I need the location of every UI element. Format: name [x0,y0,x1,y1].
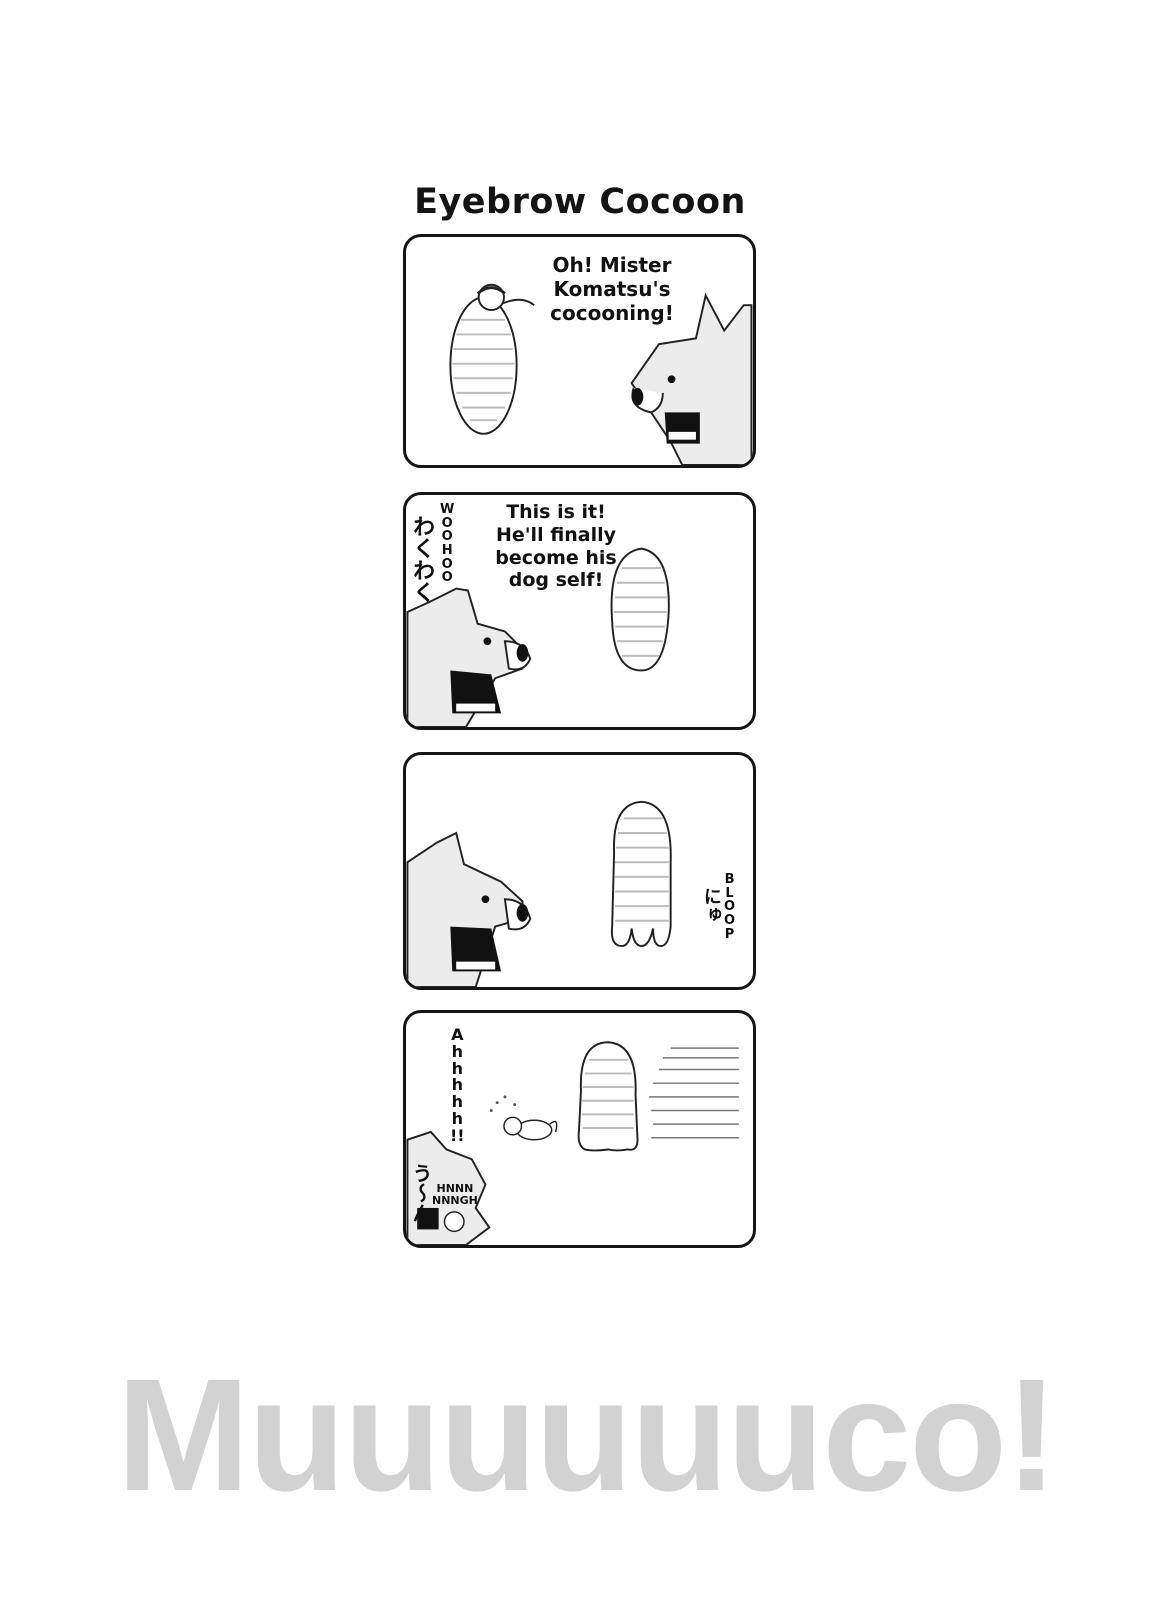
panel-1-dialogue: Oh! Mister Komatsu's cocooning! [550,253,674,325]
panel-4-sfx-ahh: A h h h h h !! [450,1025,465,1145]
panel-3-art [406,800,672,987]
comic-panel-2: This is it! He'll finally become his dog… [403,492,756,730]
comic-panel-3: B L O O P にゅ [403,752,756,990]
panel-4-sfx-hnngh: HNNN NNNGH [432,1182,478,1207]
panel-4-art [406,1041,739,1245]
panel-2-dialogue: This is it! He'll finally become his dog… [495,501,617,592]
comic-panel-1: Oh! Mister Komatsu's cocooning! [403,234,756,468]
panel-3-sfx-jp: にゅ [700,887,722,923]
panel-4-sfx-jp: う〜ん [409,1163,433,1223]
panel-2-sfx-jp: わくわく [409,515,435,603]
panel-3-sfx-en: B L O O P [724,872,736,942]
panel-2-sfx-en: W O O H O O [440,502,455,586]
comic-panel-4: A h h h h h !! HNNN NNNGH う〜ん [403,1010,756,1248]
footer-watermark: Muuuuuuco! [116,1345,1059,1524]
panel-1-art [449,283,753,465]
panel-2-art [406,547,670,727]
comic-title: Eyebrow Cocoon [414,182,746,222]
